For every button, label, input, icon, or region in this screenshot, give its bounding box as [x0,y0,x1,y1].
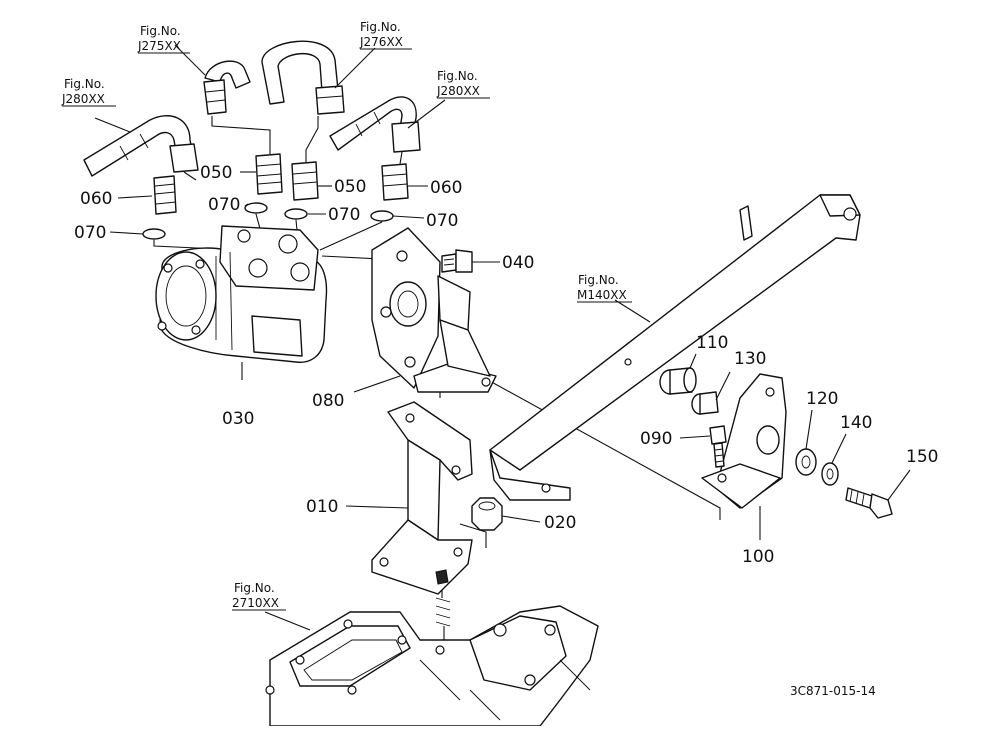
fitting-060-left [153,175,177,215]
figure-ref-code: J275XX [137,39,181,53]
steering-unit-030 [155,225,328,380]
part-label: 050 [200,163,232,183]
bracket-100 [701,373,787,509]
stand-010 [371,401,473,595]
part-label: 070 [208,195,240,215]
part-label: 110 [696,333,728,353]
figure-ref-j275: Fig.No. J275XX [137,24,190,54]
part-labels: 060 050 050 060 070 070 070 070 040 030 … [74,163,938,567]
figure-ref-line1: Fig.No. [140,24,181,38]
part-label: 090 [640,429,672,449]
hose-j280-left [83,115,199,177]
part-label: 150 [906,447,938,467]
part-label: 070 [426,211,458,231]
part-label: 010 [306,497,338,517]
figure-ref-code: 2710XX [232,596,279,610]
nut-020 [471,497,503,531]
hose-j276 [261,40,345,115]
o-rings-070 [142,202,394,240]
figure-ref-code: J276XX [359,35,403,49]
hose-j280-right [329,96,421,153]
part-label: 100 [742,547,774,567]
figure-ref-m140: Fig.No. M140XX [577,273,632,303]
fitting-050-right [291,161,319,201]
figure-ref-2710: Fig.No. 2710XX [232,581,286,611]
part-label: 050 [334,177,366,197]
fitting-050-left [255,153,283,195]
part-label: 140 [840,413,872,433]
figure-ref-j280-left: Fig.No. J280XX [61,77,116,107]
part-label: 020 [544,513,576,533]
bolt-040 [441,249,473,273]
part-label: 070 [74,223,106,243]
spacer-130 [691,391,719,415]
bracket-080 [371,227,497,393]
figure-ref-line1: Fig.No. [234,581,275,595]
figure-ref-line1: Fig.No. [578,273,619,287]
figure-ref-line1: Fig.No. [360,20,401,34]
part-label: 060 [430,178,462,198]
figure-ref-code: M140XX [577,288,627,302]
bolt-150 [845,487,893,519]
part-label: 070 [328,205,360,225]
hose-j275 [203,60,251,115]
stay-m140 [489,194,861,501]
part-label: 120 [806,389,838,409]
part-label: 080 [312,391,344,411]
figure-ref-code: J280XX [436,84,480,98]
figure-ref-j276: Fig.No. J276XX [359,20,412,50]
part-label: 060 [80,189,112,209]
bolt-090 [709,425,727,468]
spacer-110 [659,367,697,395]
part-label: 040 [502,253,534,273]
fitting-060-right [381,163,409,201]
figure-ref-code: J280XX [61,92,105,106]
figure-ref-line1: Fig.No. [437,69,478,83]
figure-ref-leaders [94,44,651,631]
figure-ref-line1: Fig.No. [64,77,105,91]
figure-ref-j280-right: Fig.No. J280XX [436,69,490,99]
washer-140 [821,462,839,486]
housing-2710 [265,605,599,727]
part-number-leaders [109,171,911,540]
spring [435,590,451,640]
part-label: 130 [734,349,766,369]
drawing-code: 3C871-015-14 [790,684,876,698]
washer-120 [795,448,817,476]
part-label: 030 [222,409,254,429]
